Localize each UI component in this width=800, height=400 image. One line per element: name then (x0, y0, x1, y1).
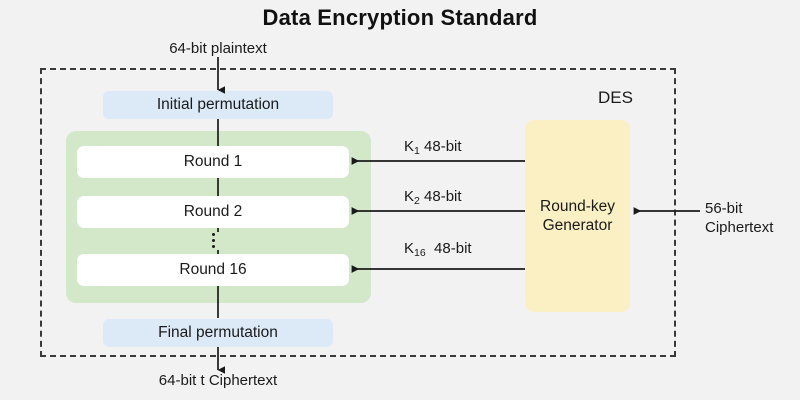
key-symbol-2: K (404, 188, 415, 205)
plaintext-input-label: 64-bit plaintext (169, 40, 267, 57)
round-key-generator-box: Round-key Generator (525, 120, 630, 312)
des-boundary (40, 68, 676, 357)
key-label-16: K16 48-bit (404, 240, 472, 259)
key-size-16: 48-bit (434, 240, 472, 257)
round-box-2: Round 2 (77, 196, 349, 228)
final-permutation-box: Final permutation (103, 319, 333, 347)
key-label-1: K1 48-bit (404, 138, 462, 157)
ciphertext-output-label: 64-bit t Ciphertext (158, 372, 278, 389)
key-label-2: K2 48-bit (404, 188, 462, 207)
page-title: Data Encryption Standard (262, 5, 538, 30)
round-box-1: Round 1 (77, 146, 349, 178)
key-size-1: 48-bit (424, 138, 462, 155)
key-size-2: 48-bit (424, 188, 462, 205)
key-symbol-16: K (404, 240, 415, 257)
key-subscript-1: 1 (414, 145, 420, 157)
key-subscript-16: 16 (414, 247, 426, 259)
key-input-label-line1: 56-bit (705, 200, 743, 217)
vertical-ellipsis-icon (208, 233, 218, 248)
key-symbol-1: K (404, 138, 415, 155)
key-input-label-line2: Ciphertext (705, 219, 774, 236)
initial-permutation-box: Initial permutation (103, 91, 333, 119)
key-subscript-2: 2 (414, 195, 420, 207)
des-boundary-label: DES (598, 88, 633, 107)
round-box-16: Round 16 (77, 254, 349, 286)
key-input-label: 56-bit Ciphertext (705, 199, 797, 237)
